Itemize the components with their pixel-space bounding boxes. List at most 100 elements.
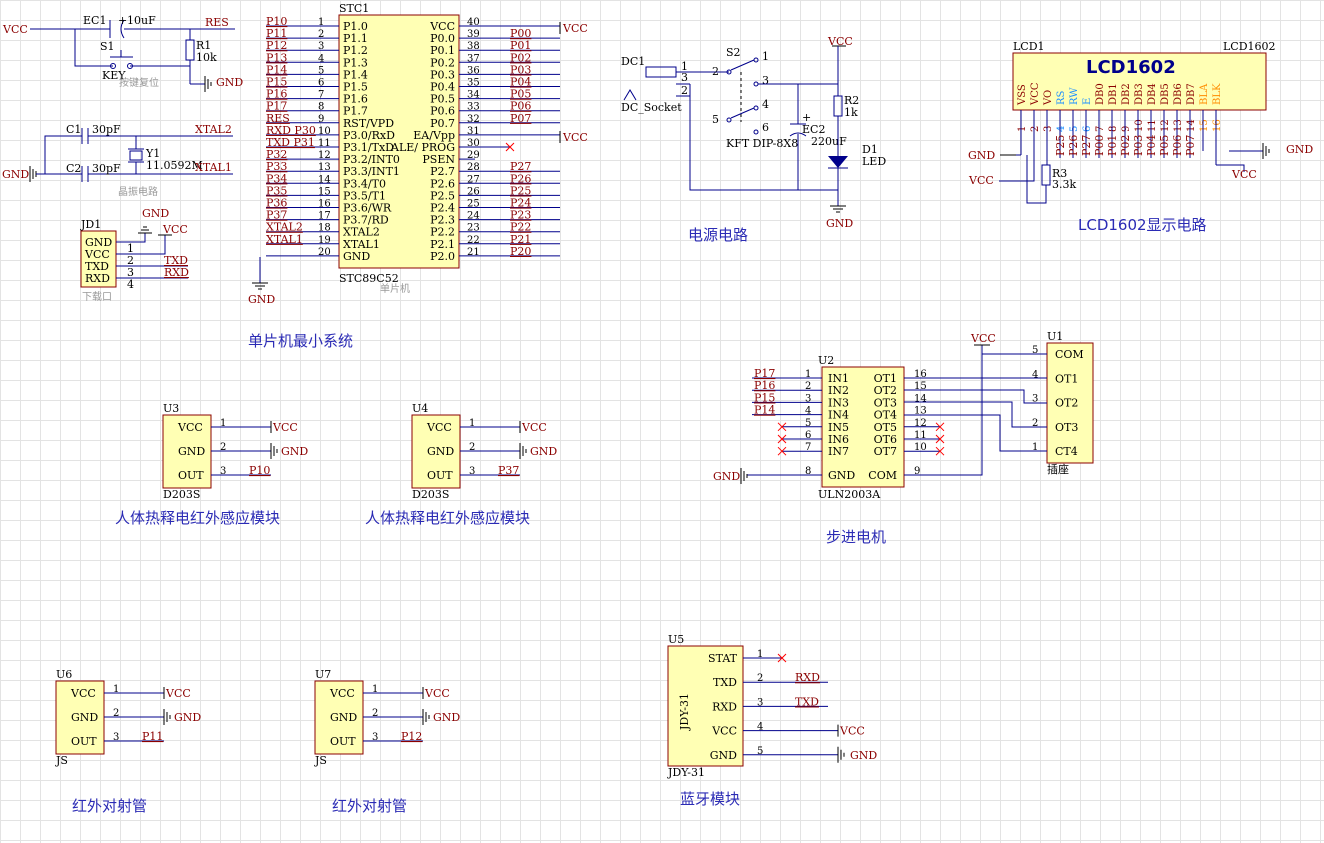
- lcd-pin-number: 8: [1108, 126, 1119, 132]
- s2-pin-2: 2: [712, 65, 719, 78]
- ir2-pin-name: VCC: [329, 687, 355, 700]
- crystal-y1: [129, 150, 143, 161]
- mcu-pin-name: P0.3: [430, 68, 455, 81]
- mcu-pin-number: 35: [467, 78, 480, 89]
- bt-pin-name: RXD: [712, 700, 737, 713]
- pir2-body: [411, 414, 461, 489]
- ir2-gnd-net: GND: [433, 711, 460, 724]
- mcu-pin-name: P0.4: [430, 81, 455, 94]
- uln-pin-name: OT4: [874, 409, 897, 422]
- r2-value: 1k: [844, 106, 858, 119]
- mcu-pin-name: P2.1: [430, 238, 455, 251]
- uln-pin-number: 14: [914, 393, 927, 404]
- mcu-pin-name: P1.0: [343, 20, 368, 33]
- jd1-num-2: 2: [127, 254, 134, 267]
- mcu-pin-name: P3.4/T0: [343, 177, 386, 190]
- uln-pin-name: COM: [868, 469, 897, 482]
- power-caption: 电源电路: [688, 226, 748, 244]
- dc1-label: DC1: [621, 55, 645, 68]
- mcu-net-label: P16: [266, 88, 287, 101]
- download-port: JD1 GND VCC TXD RXD GND VCC 1 2 3 4 TXD …: [80, 207, 189, 303]
- connector-pin-number: 4: [1032, 369, 1038, 380]
- lcd-net-label: P01: [1106, 135, 1119, 156]
- mcu-pin-name: RST/VPD: [343, 117, 394, 130]
- r1-resistor: [185, 39, 195, 61]
- pir1-pin-number: 3: [220, 466, 226, 477]
- pir2-ref: U4: [412, 402, 428, 415]
- ir1-part: JS: [55, 754, 68, 767]
- lcd-vcc-net: VCC: [968, 174, 994, 187]
- mcu-pin-name: P2.6: [430, 177, 455, 190]
- bt-pin-number: 1: [757, 649, 763, 660]
- mcu-net-label: P20: [510, 245, 531, 258]
- jd1-txd-net: TXD: [164, 254, 188, 267]
- r1-value: 10k: [196, 51, 217, 64]
- pir1-gnd-symbol: [270, 443, 278, 459]
- bt-pin-number: 5: [757, 746, 763, 757]
- lcd-pin-number: 16: [1212, 119, 1223, 132]
- jd1-caption: 下载口: [82, 291, 112, 303]
- lcd-net-label: P06: [1171, 135, 1184, 156]
- lcd-pin-name: VSS: [1017, 84, 1028, 106]
- lcd-pins: VSS1VCC2VO3RS4P25RW5P26E6P27DB07P00DB18P…: [999, 82, 1263, 204]
- pir2-caption: 人体热释电红外感应模块: [365, 509, 530, 527]
- stepper-vcc-net: VCC: [970, 332, 996, 345]
- mcu-net-label: P34: [266, 172, 287, 185]
- connector-pin-name: OT3: [1055, 421, 1078, 434]
- stepper-wires: [904, 345, 1047, 476]
- vcc-label: VCC: [2, 23, 28, 36]
- no-connect-mark: [935, 434, 945, 444]
- r3-label: R3: [1052, 167, 1067, 180]
- u2-part: ULN2003A: [818, 488, 881, 501]
- mcu-pin-number: 34: [467, 90, 480, 101]
- r2-label: R2: [844, 94, 859, 107]
- bt-pin-name: VCC: [711, 725, 737, 738]
- lcd-net-label: P00: [1093, 135, 1106, 156]
- pir2-pin-name: GND: [427, 445, 454, 458]
- gnd-label-crystal: GND: [2, 168, 29, 181]
- ir1-ref: U6: [56, 668, 72, 681]
- bt-pin-number: 4: [757, 722, 763, 733]
- uln-pin-name: IN1: [828, 372, 849, 385]
- mcu-net-label: XTAL1: [266, 233, 303, 246]
- mcu-caption: 单片机: [380, 282, 410, 295]
- bt-pin-name: STAT: [708, 652, 738, 665]
- lcd-body: [1012, 52, 1267, 111]
- lcd-pin-name: DB3: [1134, 83, 1145, 105]
- connector-pin-name: CT4: [1055, 445, 1078, 458]
- uln-pin-name: OT3: [874, 396, 897, 409]
- lcd-pin-number: 2: [1030, 126, 1041, 132]
- s2-pin-4: 4: [762, 98, 769, 111]
- mcu-pin-number: 27: [467, 174, 480, 185]
- mcu-pin-number: 26: [467, 186, 480, 197]
- lcd-pin-number: 14: [1186, 119, 1197, 132]
- pir2-pin-number: 3: [469, 466, 475, 477]
- uln-pin-name: OT5: [874, 421, 897, 434]
- dc1-pin-2: 2: [681, 84, 688, 97]
- jd1-pin-rxd: RXD: [85, 272, 110, 285]
- mcu-pin-number: 30: [467, 138, 480, 149]
- lcd-net-label: P04: [1145, 135, 1158, 156]
- mcu-pin-number: 1: [318, 17, 324, 28]
- uln-pin-number: 5: [805, 418, 811, 429]
- lcd-vcc-net-right: VCC: [1231, 168, 1257, 181]
- bt-ref: U5: [668, 633, 684, 646]
- lcd-pin-name: DB0: [1095, 83, 1106, 105]
- lcd-ref: LCD1: [1013, 40, 1045, 53]
- lcd-pin-number: 12: [1160, 119, 1171, 132]
- pir1-caption: 人体热释电红外感应模块: [115, 509, 280, 527]
- bt-pin-number: 2: [757, 673, 763, 684]
- pir1-pin-name: OUT: [178, 469, 204, 482]
- lcd-pin-name: DB4: [1147, 83, 1158, 105]
- mcu-pin-name: P1.5: [343, 81, 368, 94]
- lcd-pin-name: DB5: [1160, 83, 1171, 105]
- mcu-net-label: P24: [510, 197, 531, 210]
- mcu-net-label: P15: [266, 76, 287, 89]
- mcu-pin-name: P2.3: [430, 214, 455, 227]
- uln-pin-name: OT6: [874, 433, 897, 446]
- ir2-part: JS: [314, 754, 327, 767]
- mcu-pin-number: 5: [318, 65, 324, 76]
- r3-value: 3.3k: [1052, 178, 1076, 191]
- uln-pin-name: OT2: [874, 384, 897, 397]
